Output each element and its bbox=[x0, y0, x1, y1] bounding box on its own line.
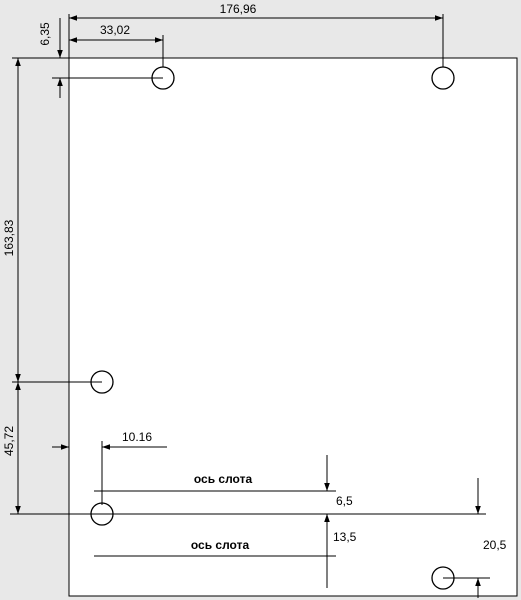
dim-width-first-hole: 33,02 bbox=[69, 23, 164, 67]
dim-slot-lower-gap-label: 13,5 bbox=[333, 530, 357, 544]
dim-top-offset: 6,35 bbox=[38, 18, 163, 98]
board-outline bbox=[68, 57, 518, 597]
slot-axis-lower: ось слота bbox=[94, 538, 336, 557]
dim-right-bottom-label: 20,5 bbox=[483, 538, 507, 552]
dim-left-offset: 10.16 bbox=[52, 430, 167, 505]
dim-left-offset-label: 10.16 bbox=[122, 430, 152, 444]
dim-width-total-label: 176,96 bbox=[220, 2, 257, 16]
dim-top-offset-label: 6,35 bbox=[38, 22, 52, 46]
dim-right-bottom: 20,5 bbox=[443, 478, 507, 598]
dim-vertical-lower-label: 45,72 bbox=[2, 426, 16, 456]
dim-width-first-hole-label: 33,02 bbox=[100, 23, 130, 37]
slot-axis-upper-label: ось слота bbox=[194, 472, 253, 486]
dim-width-total: 176,96 bbox=[68, 2, 444, 90]
dim-slot-upper-gap-label: 6,5 bbox=[336, 494, 353, 508]
dim-slot-lower-gap: 13,5 bbox=[324, 514, 357, 588]
slot-axis-lower-label: ось слота bbox=[191, 538, 250, 552]
dim-vertical-lower: 45,72 bbox=[2, 382, 21, 514]
dim-vertical-upper: 163,83 bbox=[2, 57, 102, 383]
dim-slot-upper-gap: 6,5 bbox=[324, 455, 353, 508]
dim-vertical-upper-label: 163,83 bbox=[2, 219, 16, 256]
slot-axis-upper: ось слота bbox=[94, 472, 336, 492]
